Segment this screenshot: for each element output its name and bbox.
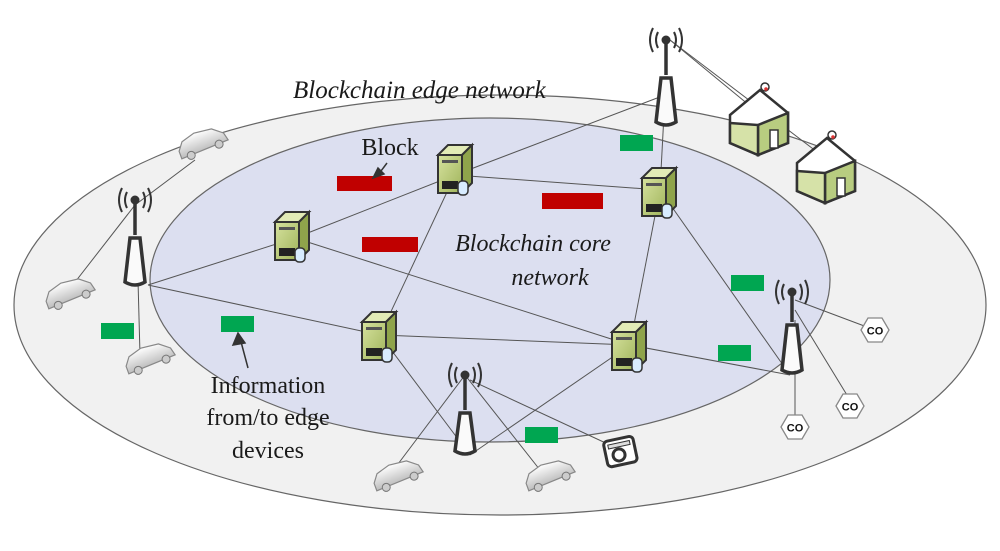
servers [272, 142, 679, 373]
block-arrow-head [371, 166, 386, 180]
server-icon[interactable] [272, 209, 312, 263]
blocks [337, 176, 603, 252]
co-sensor-icon[interactable]: CO [835, 393, 865, 419]
core-network-label-line1: Blockchain core [455, 231, 611, 257]
info-arrow-head [231, 331, 247, 346]
packet-5 [221, 316, 254, 332]
antenna-tower-icon[interactable] [448, 362, 482, 456]
co-sensor-label: CO [842, 402, 859, 414]
antenna-tower-icon[interactable] [775, 279, 809, 375]
server-icon[interactable] [359, 309, 399, 363]
antenna-tower-icon[interactable] [649, 27, 683, 127]
co-sensor-icon[interactable]: CO [860, 317, 890, 343]
car-icon[interactable] [522, 455, 577, 495]
co-sensor-label: CO [787, 423, 804, 435]
server-icon[interactable] [609, 319, 649, 373]
info-packets [101, 135, 764, 443]
info-label-line3: devices [232, 438, 304, 464]
block-label: Block [361, 135, 418, 161]
info-label-line1: Information [211, 373, 326, 399]
block-1 [337, 176, 392, 191]
packet-6 [525, 427, 558, 443]
camera-icon[interactable] [602, 435, 639, 469]
car-icon[interactable] [122, 338, 177, 378]
block-3 [362, 237, 418, 252]
arrows [231, 162, 388, 369]
co-sensor-label: CO [867, 326, 884, 338]
packet-2 [731, 275, 764, 291]
block-2 [542, 193, 603, 209]
server-icon[interactable] [435, 142, 475, 196]
houses [728, 82, 857, 205]
car-icon[interactable] [175, 123, 230, 163]
packet-1 [620, 135, 653, 151]
car-icon[interactable] [370, 455, 425, 495]
server-icon[interactable] [639, 165, 679, 219]
towers [118, 27, 809, 456]
co-sensors: CO CO CO [780, 317, 890, 440]
packet-3 [718, 345, 751, 361]
car-icon[interactable] [42, 273, 97, 313]
antenna-tower-icon[interactable] [118, 187, 152, 287]
edge-network-label: Blockchain edge network [293, 77, 547, 104]
house-icon[interactable] [795, 130, 857, 205]
cars [42, 123, 577, 495]
info-label-line2: from/to edge [206, 405, 329, 431]
co-sensor-icon[interactable]: CO [780, 414, 810, 440]
house-icon[interactable] [728, 82, 790, 157]
packet-4 [101, 323, 134, 339]
core-network-label-line2: network [511, 265, 589, 291]
